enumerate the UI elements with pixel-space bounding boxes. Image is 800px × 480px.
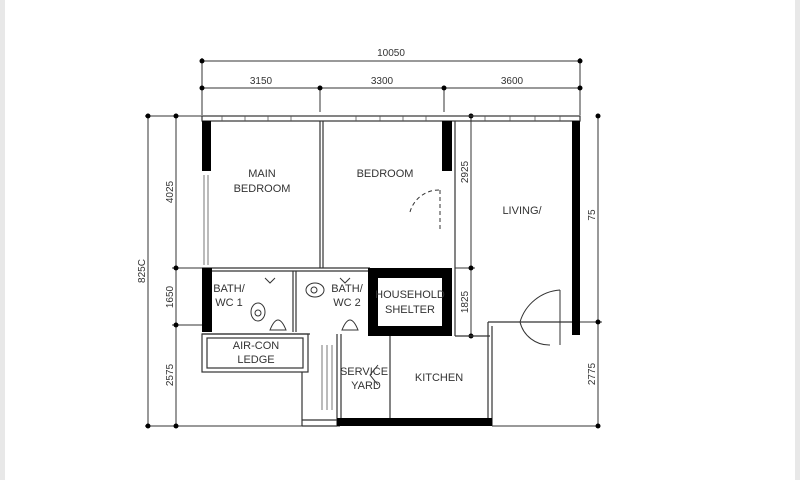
dim-mid-1: 2925 <box>460 160 471 183</box>
windows <box>203 116 561 410</box>
room-shelter-line2: SHELTER <box>385 304 435 316</box>
room-main-bedroom-line1: MAIN <box>248 168 276 180</box>
dim-right-2: 2775 <box>587 362 598 385</box>
dim-top-2: 3300 <box>371 76 394 87</box>
room-bath1-line1: BATH/ <box>213 283 246 295</box>
dim-left-3: 2575 <box>165 363 176 386</box>
doors <box>264 189 561 386</box>
dimension-dots <box>145 58 601 429</box>
dim-left-2: 1650 <box>165 285 176 308</box>
dim-top-3: 3600 <box>501 76 524 87</box>
room-bedroom: BEDROOM <box>357 168 414 180</box>
dim-left-1: 4025 <box>165 180 176 203</box>
dim-top-1: 3150 <box>250 76 273 87</box>
room-aircon-line1: AIR-CON <box>233 340 280 352</box>
dim-left-total: 825C <box>137 259 148 283</box>
dim-right-1: 75 <box>587 209 598 221</box>
room-aircon-line2: LEDGE <box>237 354 274 366</box>
room-kitchen: KITCHEN <box>415 372 463 384</box>
floor-plan-page: 10050 3150 3300 3600 825C 4025 1650 2575… <box>5 0 795 480</box>
structural-walls <box>202 121 580 426</box>
room-living: LIVING/ <box>502 205 542 217</box>
fixtures <box>250 282 359 331</box>
dim-top-total: 10050 <box>377 48 405 59</box>
room-service-yard-line2: YARD <box>351 380 381 392</box>
room-main-bedroom-line2: BEDROOM <box>234 183 291 195</box>
room-bath1-line2: WC 1 <box>215 297 243 309</box>
room-shelter-line1: HOUSEHOLD <box>375 289 445 301</box>
room-service-yard-line1: SERVICE <box>340 366 388 378</box>
room-bath2-line1: BATH/ <box>331 283 364 295</box>
room-bath2-line2: WC 2 <box>333 297 361 309</box>
thin-walls <box>201 115 581 427</box>
dim-mid-2: 1825 <box>460 290 471 313</box>
floor-plan-drawing: 10050 3150 3300 3600 825C 4025 1650 2575… <box>137 48 602 429</box>
